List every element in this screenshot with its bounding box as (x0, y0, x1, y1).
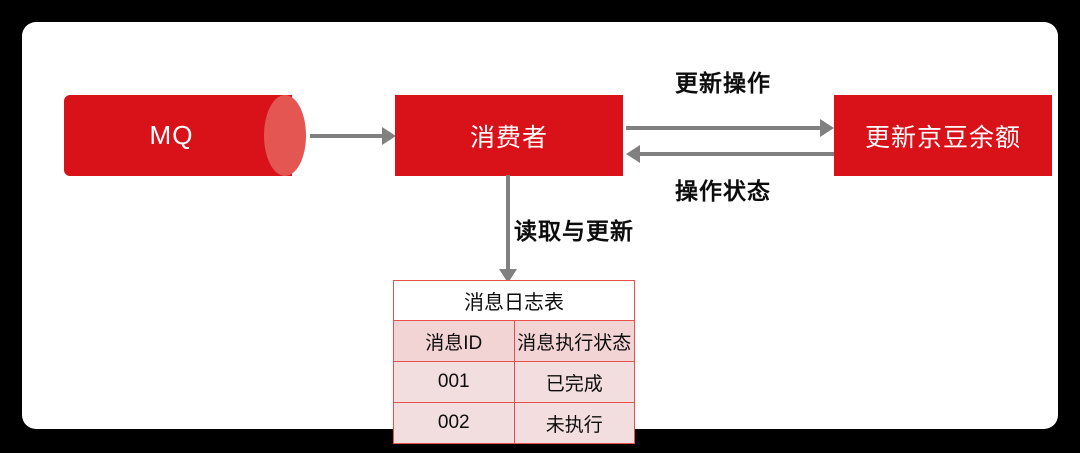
arrow-mq-to-consumer (310, 127, 396, 145)
arrow-consumer-to-balance (626, 119, 834, 137)
edge-label-operation-status: 操作状态 (675, 178, 771, 204)
table-header-message-status: 消息执行状态 (513, 320, 635, 362)
node-consumer-label: 消费者 (469, 123, 548, 152)
node-update-balance[interactable]: 更新京豆余额 (834, 95, 1052, 176)
table-header-message-id: 消息ID (393, 320, 515, 362)
table-cell-id-001: 001 (393, 361, 515, 403)
table-row: 002 未执行 (393, 402, 635, 444)
arrow-balance-to-consumer (626, 145, 834, 163)
mq-cylinder-cap (264, 95, 306, 176)
arrow-consumer-to-log-table (499, 175, 517, 283)
edge-label-read-and-update: 读取与更新 (514, 218, 634, 244)
node-consumer[interactable]: 消费者 (395, 95, 623, 176)
table-header-row: 消息ID 消息执行状态 (393, 320, 635, 362)
mq-cylinder-body (64, 95, 292, 176)
table-title: 消息日志表 (393, 280, 635, 321)
table-cell-id-002: 002 (393, 402, 515, 444)
table-row: 001 已完成 (393, 361, 635, 403)
diagram-card: MQ 消费者 更新操作 操作状态 更新京豆余额 (22, 22, 1058, 444)
node-mq-label: MQ (149, 120, 194, 150)
node-mq[interactable]: MQ (64, 95, 306, 176)
table-cell-status-001: 已完成 (513, 361, 635, 403)
node-update-balance-label: 更新京豆余额 (864, 123, 1021, 152)
edge-label-update-operation: 更新操作 (675, 70, 771, 96)
table-title-row: 消息日志表 (393, 280, 635, 321)
message-log-table: 消息日志表 消息ID 消息执行状态 001 已完成 002 未执行 (393, 280, 635, 444)
table-cell-status-002: 未执行 (513, 402, 635, 444)
